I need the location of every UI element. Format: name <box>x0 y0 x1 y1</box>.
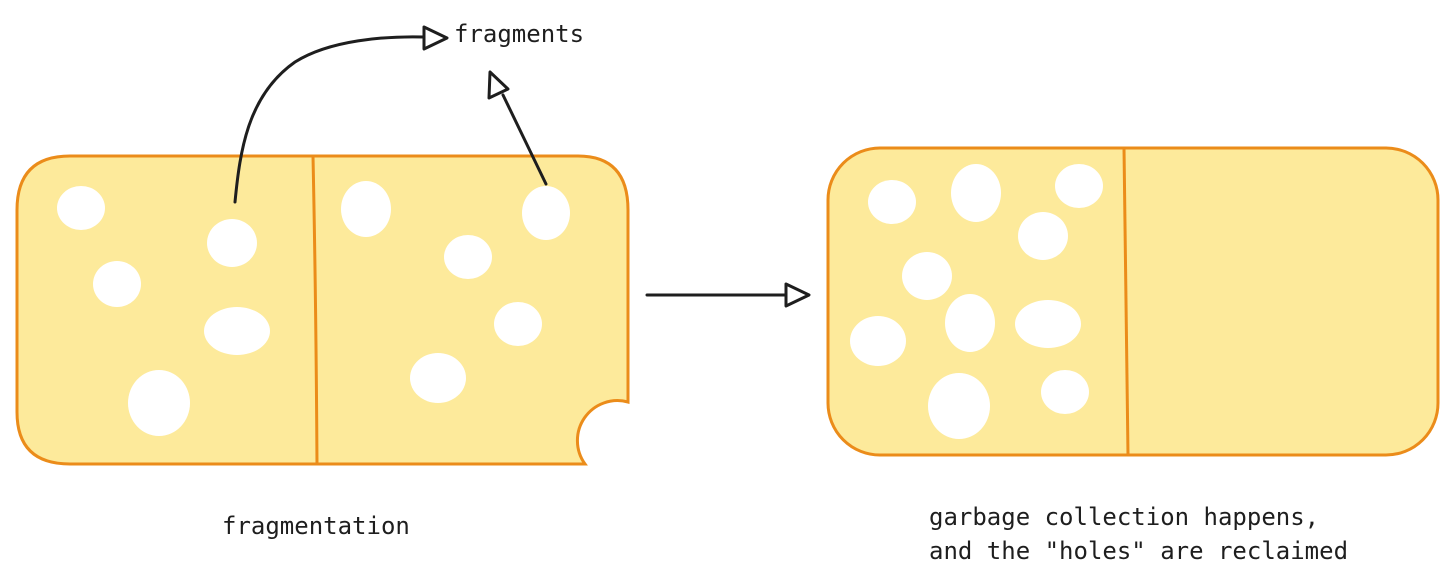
hole <box>410 353 466 403</box>
compacted-block-divider <box>1122 147 1130 456</box>
hole <box>128 370 190 436</box>
hole <box>951 164 1001 222</box>
hole <box>57 186 105 230</box>
compacted-holes <box>850 164 1103 439</box>
straight-arrow-to-fragments <box>487 70 548 186</box>
hole <box>444 235 492 279</box>
arrow-line <box>501 93 548 186</box>
fragments-label: fragments <box>454 20 585 48</box>
hole <box>1055 164 1103 208</box>
fragmented-heap-block <box>15 154 630 466</box>
arrowhead-icon <box>784 282 811 308</box>
curved-arrow-to-fragments <box>233 25 449 204</box>
gc-caption-line-2: and the "holes" are reclaimed <box>929 537 1349 565</box>
arrow-line <box>233 35 426 204</box>
transition-arrow <box>645 282 811 308</box>
hole <box>341 181 391 237</box>
hole <box>1018 212 1068 260</box>
hole <box>945 294 995 352</box>
fragmentation-caption: fragmentation <box>222 512 410 540</box>
hole <box>902 252 952 300</box>
compacted-heap-block <box>826 146 1440 457</box>
hole <box>494 302 542 346</box>
hole <box>1015 300 1081 348</box>
hole <box>207 219 257 267</box>
hole <box>850 316 906 366</box>
arrowhead-icon <box>487 70 510 100</box>
compacted-block-outline <box>826 146 1440 457</box>
arrowhead-icon <box>422 25 449 51</box>
hole <box>93 261 141 307</box>
hole <box>868 180 916 224</box>
hole <box>522 186 570 240</box>
fragmented-block-divider <box>311 155 319 465</box>
hole <box>928 373 990 439</box>
fragmented-holes <box>57 181 570 436</box>
hole <box>1041 370 1089 414</box>
gc-caption-line-1: garbage collection happens, <box>929 503 1320 531</box>
hole <box>204 307 270 355</box>
